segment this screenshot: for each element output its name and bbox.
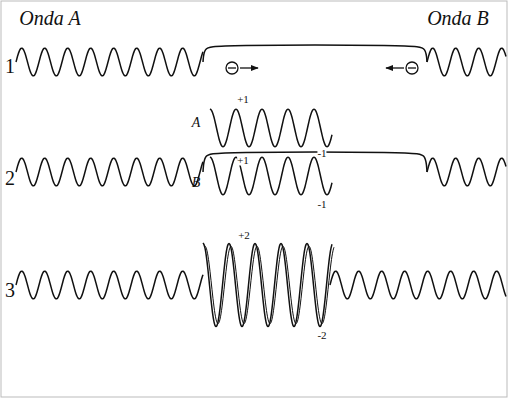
amplitude-label: +1 (237, 94, 249, 105)
amplitude-label: -2 (317, 330, 326, 341)
amplitude-label: +2 (238, 230, 250, 241)
amplitude-label: -1 (317, 148, 326, 159)
row-number: 2 (5, 168, 15, 188)
wave-line (203, 152, 427, 172)
waves (16, 45, 506, 326)
charge-symbols (226, 62, 418, 74)
wave-line (16, 271, 203, 299)
row-number: 3 (5, 280, 15, 300)
wave-line (330, 271, 506, 299)
wave-line (210, 109, 332, 147)
wave-line (205, 246, 334, 324)
wave-line (427, 158, 506, 186)
wave-name: Onda A (19, 8, 80, 28)
wave-line (210, 157, 332, 195)
wave-line (203, 45, 427, 62)
wave-letter: A (192, 116, 201, 130)
row-number: 1 (5, 56, 15, 76)
wave-name: Onda B (427, 8, 489, 28)
wave-letter: B (192, 176, 201, 190)
amplitude-label: -1 (317, 199, 326, 210)
amplitude-label: +1 (237, 155, 249, 166)
wave-line (16, 158, 203, 186)
wave-line (427, 48, 506, 76)
wave-line (16, 48, 203, 76)
